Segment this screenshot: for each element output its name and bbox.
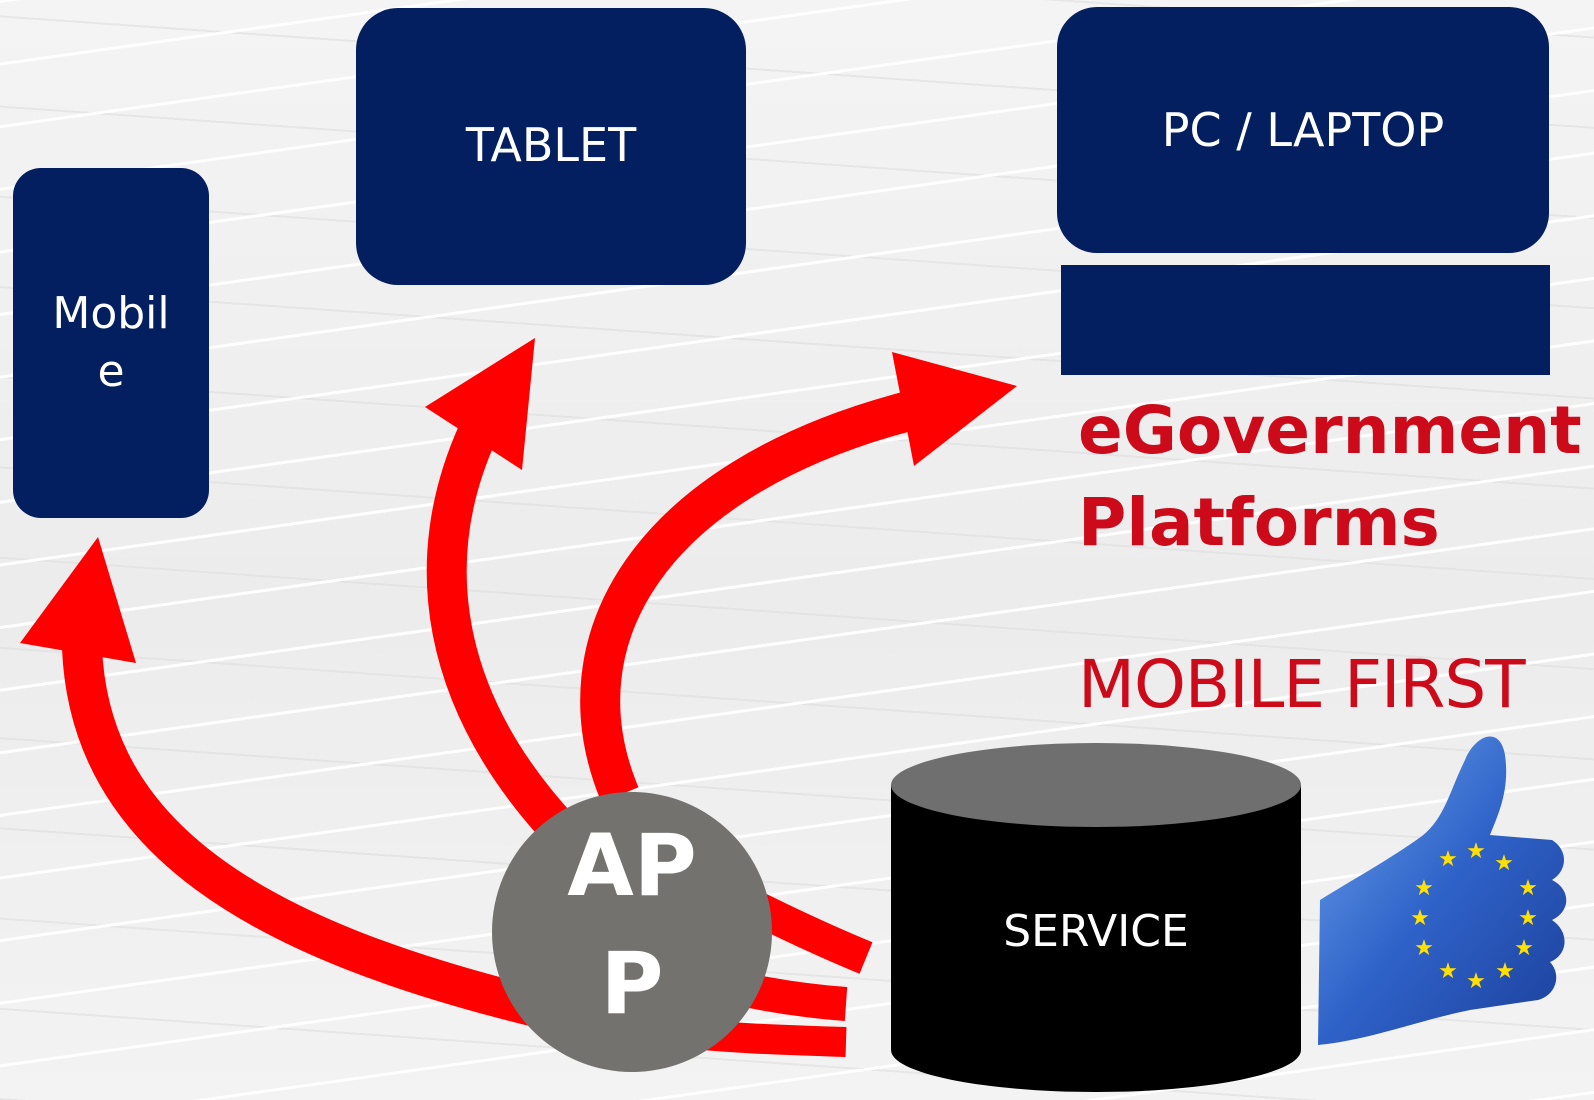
svg-text:★: ★	[1466, 839, 1486, 864]
eu-flag-thumbs-up-icon: ★★★ ★★★ ★★★ ★★★	[1318, 736, 1567, 1045]
headline: eGovernment Platforms	[1078, 385, 1582, 569]
svg-text:★: ★	[1518, 906, 1538, 931]
svg-text:★: ★	[1438, 959, 1458, 984]
pc-laptop-label: PC / LAPTOP	[1161, 103, 1445, 157]
service-database-cylinder: SERVICE	[891, 743, 1301, 1092]
cylinder-top	[891, 743, 1301, 827]
svg-text:★: ★	[1410, 906, 1430, 931]
svg-text:★: ★	[1514, 936, 1534, 961]
svg-text:★: ★	[1518, 876, 1538, 901]
mobile-device-box: Mobil e	[13, 168, 209, 518]
app-label-line-1: AP	[567, 816, 697, 916]
arrow-to-pc	[580, 352, 1017, 803]
headline-line-2: Platforms	[1078, 484, 1440, 561]
arrow-to-mobile	[20, 537, 545, 1028]
svg-text:★: ★	[1438, 847, 1458, 872]
svg-text:★: ★	[1466, 969, 1486, 994]
svg-text:★: ★	[1414, 876, 1434, 901]
mobile-label: Mobil e	[52, 288, 170, 397]
app-label-line-2: P	[600, 934, 663, 1034]
tablet-label: TABLET	[465, 118, 637, 172]
svg-text:★: ★	[1414, 936, 1434, 961]
service-label: SERVICE	[1003, 906, 1189, 957]
tablet-device-box: TABLET	[356, 8, 746, 285]
pc-laptop-device-box: PC / LAPTOP	[1057, 7, 1549, 253]
arrow-to-tablet	[425, 338, 575, 844]
laptop-base	[1061, 265, 1550, 375]
headline-line-1: eGovernment	[1078, 392, 1582, 469]
svg-text:★: ★	[1495, 959, 1515, 984]
app-circle	[492, 792, 772, 1072]
tagline: MOBILE FIRST	[1078, 646, 1526, 723]
app-node: AP P	[492, 792, 772, 1072]
svg-text:★: ★	[1494, 851, 1514, 876]
